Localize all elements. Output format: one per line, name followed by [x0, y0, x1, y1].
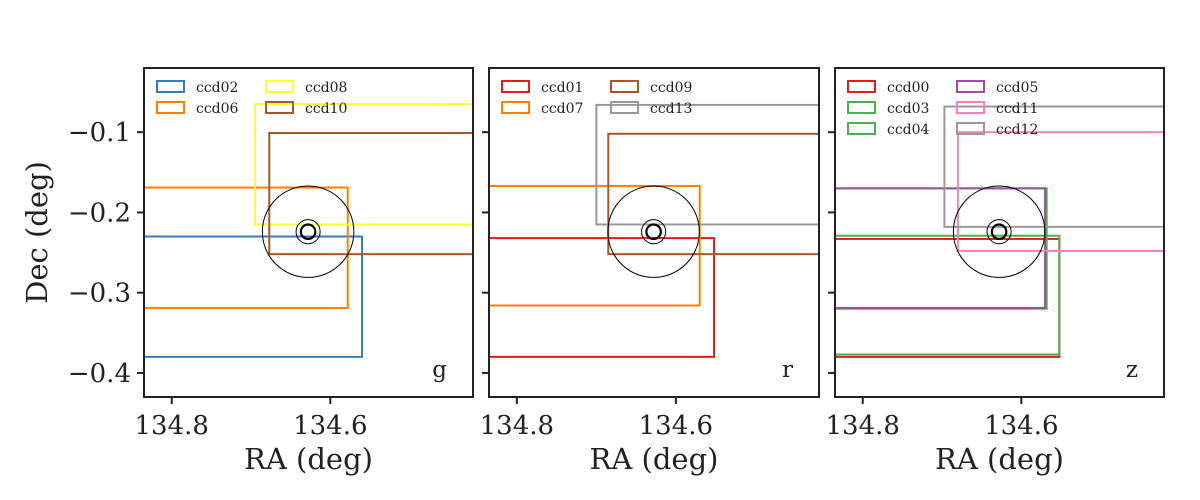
target-circle-1	[986, 219, 1012, 245]
footprint-ccd12	[943, 105, 1164, 228]
x-tick-label: 134.8	[480, 411, 554, 441]
footprint-ccd10	[268, 131, 473, 256]
band-label: r	[782, 357, 793, 383]
legend-label-ccd02: ccd02	[196, 80, 238, 96]
legend-swatch-ccd13	[610, 101, 639, 114]
y-tick-label: −0.3	[68, 279, 131, 309]
footprint-ccd06	[144, 186, 349, 309]
legend-swatch-ccd04	[847, 122, 876, 135]
legend-swatch-ccd06	[156, 101, 185, 114]
legend-label-ccd07: ccd07	[541, 101, 583, 117]
legend-swatch-ccd03	[847, 101, 876, 114]
axes-frame-g	[143, 67, 474, 398]
x-tick-label: 134.8	[135, 411, 209, 441]
x-tick-label: 134.6	[293, 411, 367, 441]
legend-swatch-ccd07	[501, 101, 530, 114]
footprint-ccd03	[835, 234, 1061, 356]
legend-label-ccd09: ccd09	[650, 80, 692, 96]
target-circle-0	[607, 185, 700, 278]
legend-label-ccd01: ccd01	[541, 80, 583, 96]
target-circle-2	[299, 223, 317, 241]
legend-swatch-ccd00	[847, 80, 876, 93]
panel-g: 134.8 134.6 −0.1 −0.2 −0.3 −0.4 RA (deg) Dec (d…	[20, 67, 474, 476]
legend-label-ccd03: ccd03	[887, 101, 929, 117]
panel-r: 134.8 134.6RA (deg) r ccd01 ccd07 ccd09 ccd13	[480, 67, 820, 476]
y-axis-label: Dec (deg)	[20, 161, 54, 304]
band-label: z	[1126, 357, 1138, 383]
legend-r: ccd01 ccd07 ccd09 ccd13	[501, 80, 692, 117]
y-tick-label: −0.1	[68, 118, 131, 148]
y-tick-label: −0.2	[68, 198, 131, 228]
target-circle-1	[641, 219, 667, 245]
legend-label-ccd13: ccd13	[650, 101, 692, 117]
footprint-ccd11	[956, 131, 1164, 252]
legend-swatch-ccd02	[156, 80, 185, 93]
x-tick-label: 134.6	[984, 411, 1058, 441]
plot-area-z	[835, 105, 1164, 358]
target-circle-0	[952, 185, 1046, 278]
y-tick-label: −0.4	[68, 359, 131, 389]
plot-area-r	[489, 103, 819, 358]
target-circle-0	[261, 185, 355, 278]
footprint-ccd13	[595, 103, 819, 226]
x-axis-label: RA (deg)	[590, 442, 719, 476]
legend-label-ccd06: ccd06	[196, 101, 239, 117]
legend-swatch-ccd11	[956, 101, 985, 114]
axes-frame-r	[488, 67, 820, 398]
legend-swatch-ccd12	[956, 122, 985, 135]
legend-swatch-ccd10	[265, 101, 294, 114]
legend-z: ccd00 ccd03 ccd04 ccd05 ccd11 ccd12	[847, 80, 1038, 138]
plot-area-g	[144, 103, 473, 358]
legend-swatch-ccd09	[610, 80, 639, 93]
band-label: g	[432, 357, 447, 383]
legend-label-ccd12: ccd12	[996, 122, 1038, 138]
legend-swatch-ccd05	[956, 80, 985, 93]
x-tick-label: 134.6	[639, 411, 713, 441]
x-axis-label: RA (deg)	[935, 442, 1064, 476]
footprint-ccd00	[835, 237, 1061, 358]
legend-label-ccd08: ccd08	[305, 80, 347, 96]
footprint-ccd04	[835, 187, 1048, 310]
footprint-ccd07	[489, 184, 701, 307]
x-axis-label: RA (deg)	[244, 442, 373, 476]
legend-label-ccd10: ccd10	[305, 101, 347, 117]
footprint-ccd02	[144, 235, 364, 358]
axes-frame-z	[834, 67, 1165, 398]
footprint-ccd05	[835, 187, 1047, 309]
legend-label-ccd05: ccd05	[996, 80, 1038, 96]
footprint-ccd08	[253, 103, 473, 226]
legend-swatch-ccd01	[501, 80, 530, 93]
legend-g: ccd02 ccd06 ccd08 ccd10	[156, 80, 347, 117]
target-circle-1	[295, 219, 321, 245]
target-circle-2	[645, 223, 662, 241]
footprint-ccd09	[607, 132, 819, 256]
target-circle-2	[990, 223, 1008, 241]
legend-label-ccd00: ccd00	[887, 80, 929, 96]
legend-label-ccd04: ccd04	[887, 122, 930, 138]
legend-label-ccd11: ccd11	[996, 101, 1038, 117]
x-tick-label: 134.8	[826, 411, 900, 441]
legend-swatch-ccd08	[265, 80, 294, 93]
footprint-ccd01	[489, 237, 716, 358]
